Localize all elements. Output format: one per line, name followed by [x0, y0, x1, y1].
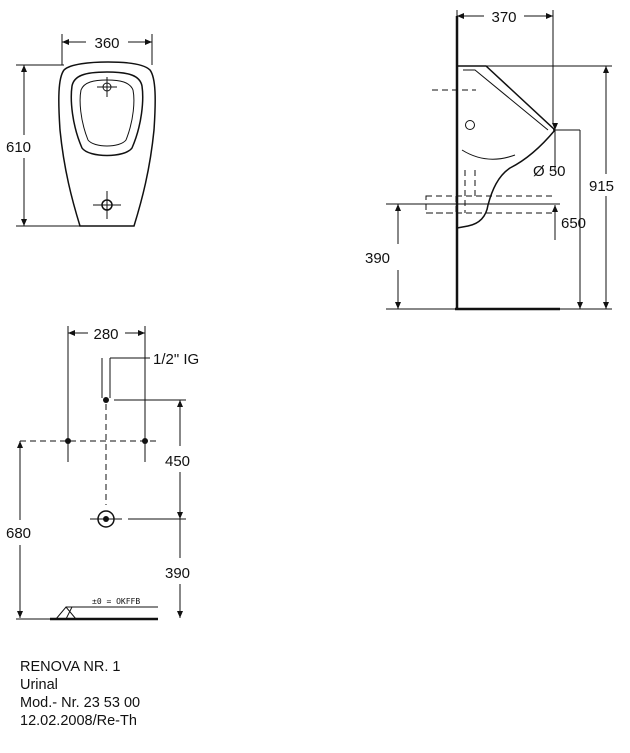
install-floor-label: ±0 = OKFFB [92, 597, 140, 606]
side-rim-height-label: 650 [561, 215, 586, 232]
front-view: 360 610 [6, 34, 156, 227]
floor-level-marker [54, 606, 78, 620]
side-outlet-height-label: 390 [365, 250, 390, 267]
title-block: RENOVA NR. 1 Urinal Mod.- Nr. 23 53 00 1… [20, 658, 140, 730]
model-number: Mod.- Nr. 23 53 00 [20, 695, 141, 711]
urinal-side-outline [456, 65, 557, 229]
side-outlet-diameter-label: Ø 50 [533, 163, 566, 180]
fixing-point-left [65, 438, 71, 444]
install-inlet-height-label: 680 [6, 525, 31, 542]
side-total-height-label: 915 [589, 178, 614, 195]
install-spacing-label: 280 [93, 326, 118, 343]
product-name: RENOVA NR. 1 [20, 659, 121, 675]
side-depth-label: 370 [491, 9, 516, 26]
front-width-label: 360 [94, 35, 119, 52]
product-type: Urinal [20, 677, 58, 693]
inlet-point [103, 397, 109, 403]
urinal-front-outline [58, 61, 156, 227]
install-vertical-spacing-label: 450 [165, 453, 190, 470]
drawing-date: 12.02.2008/Re-Th [20, 713, 137, 729]
front-height-label: 610 [6, 139, 31, 156]
side-view: 370 Ø 50 650 91 [365, 9, 614, 311]
fixing-point-right [142, 438, 148, 444]
urinal-front-bowl [70, 71, 144, 157]
install-thread-label: 1/2" IG [153, 351, 199, 368]
installation-view: 280 1/2" IG 450 390 680 [6, 326, 199, 621]
install-outlet-height-label: 390 [165, 565, 190, 582]
